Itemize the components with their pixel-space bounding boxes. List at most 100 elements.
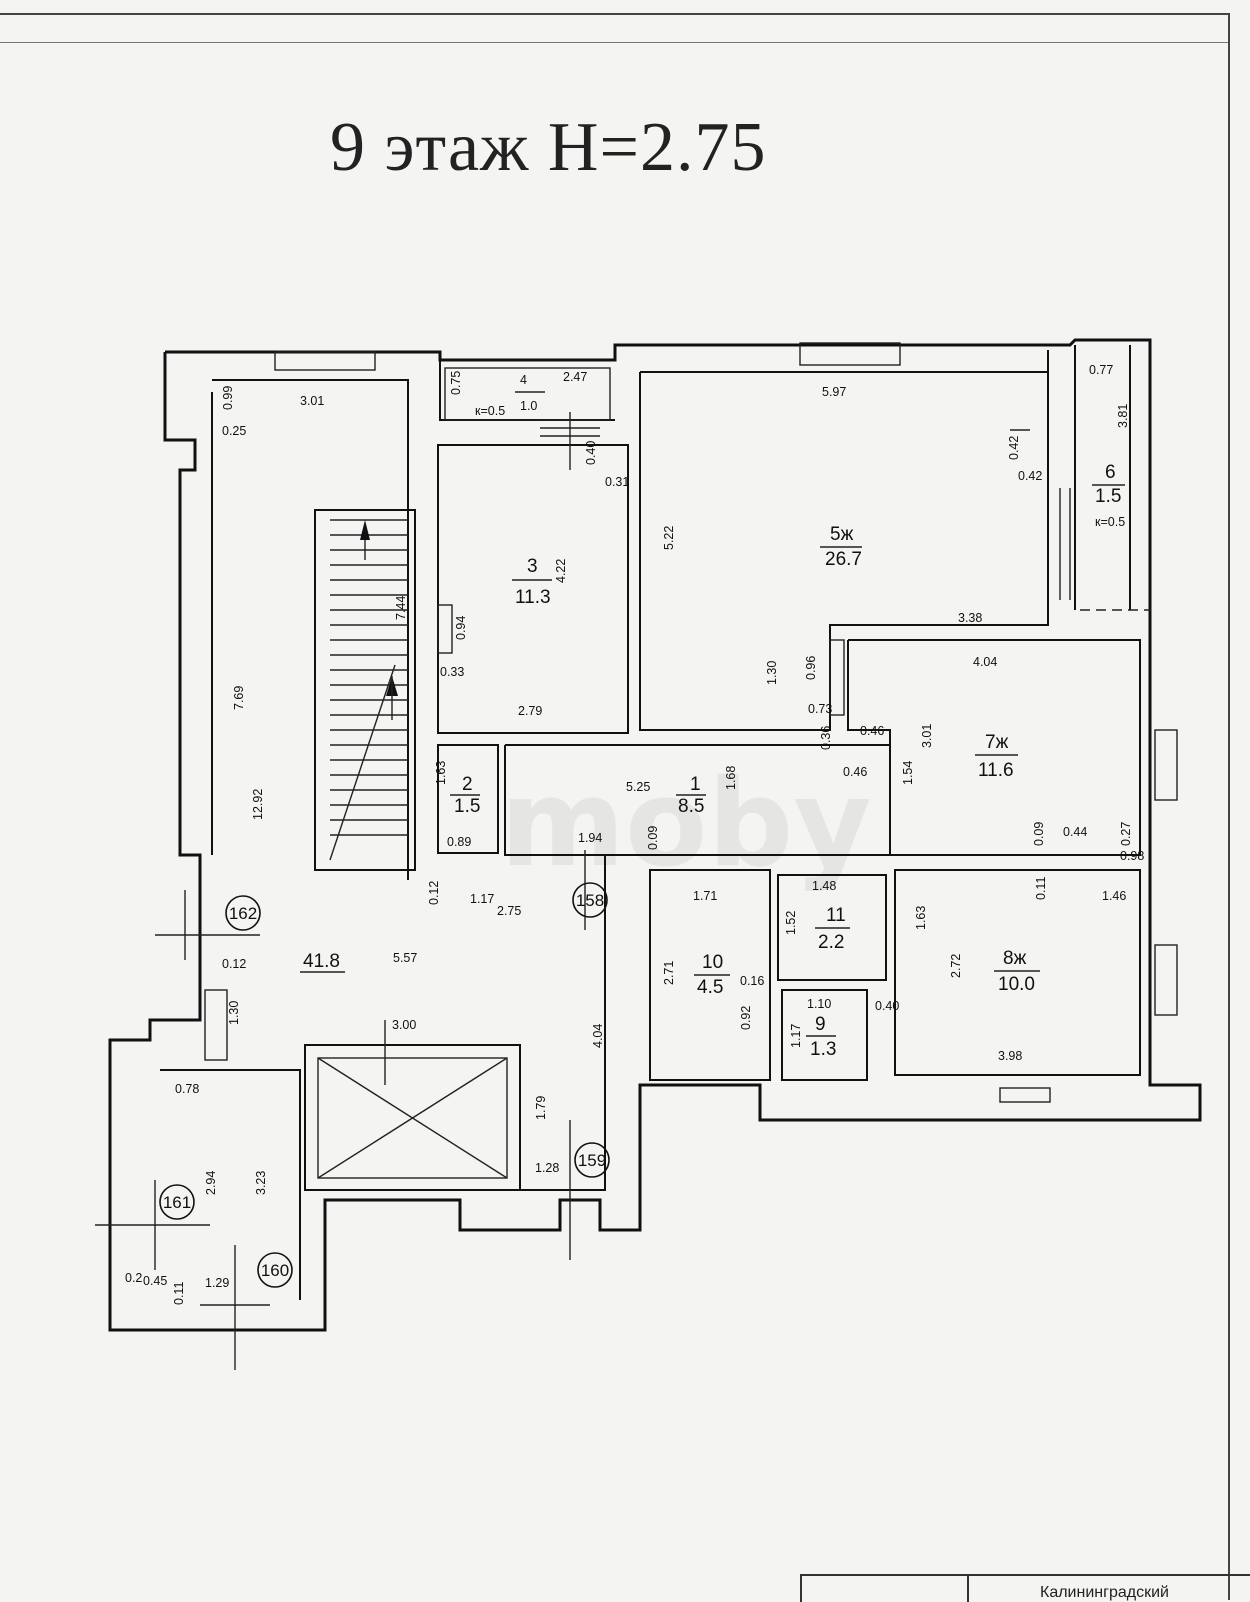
dimension-label: 0.98 [1120, 849, 1144, 863]
title-block [800, 1574, 1250, 1602]
dimension-label: 3.01 [920, 724, 934, 748]
dimension-label: 1.52 [784, 911, 798, 935]
stamp-text: Калининградский [1040, 1584, 1169, 1601]
common-area: 41.8 [303, 951, 340, 972]
room-6-number: 6 [1105, 462, 1116, 483]
room-labels: 1 8.5 2 1.5 3 11.3 4 1.0 к=0.5 5ж 26.7 6… [300, 373, 1125, 1060]
dimension-label: 0.78 [175, 1082, 199, 1096]
room-8-area: 10.0 [998, 974, 1035, 995]
dimension-label: 0.73 [808, 702, 832, 716]
room-4-number: 4 [520, 373, 527, 387]
dimension-label: 4.04 [973, 655, 997, 669]
dimension-label: 0.11 [172, 1282, 186, 1305]
floor-title: 9 этаж H=2.75 [330, 109, 767, 186]
dimension-label: 5.57 [393, 951, 417, 965]
windows [274, 342, 1178, 1103]
dimension-label: 2.71 [662, 961, 676, 985]
axis-circle-label: 162 [229, 904, 257, 923]
dimension-label: 0.92 [739, 1006, 753, 1030]
dimension-label: 2.72 [949, 954, 963, 978]
dimension-label: 1.17 [470, 892, 494, 906]
dimension-label: 3.81 [1116, 404, 1130, 428]
room-5-number: 5ж [830, 524, 854, 545]
dimension-label: 3.00 [392, 1018, 416, 1032]
dimension-label: 0.33 [440, 665, 464, 679]
dimension-label: 1.29 [205, 1276, 229, 1290]
dimension-label: 1.79 [534, 1096, 548, 1120]
room-3-area: 11.3 [515, 587, 551, 608]
dimension-label: 0.27 [1119, 822, 1133, 846]
room-11-area: 2.2 [818, 932, 844, 953]
dimension-label: 1.48 [812, 879, 836, 893]
dimension-label: 0.11 [1034, 877, 1048, 900]
axis-circle [572, 882, 608, 918]
dimension-label: 1.30 [227, 1001, 241, 1025]
sheet-top-border [0, 13, 1230, 15]
dimension-labels: 3.01 0.99 0.25 7.69 12.92 0.12 1.30 0.78 2.94 3.2… [125, 363, 1144, 1305]
dimension-label: 0.40 [875, 999, 899, 1013]
dimension-label: 0.16 [740, 974, 764, 988]
dimension-label: 1.30 [765, 661, 779, 685]
axis-circle-label: 158 [576, 891, 604, 910]
room-10-area: 4.5 [697, 977, 723, 998]
room-7-area: 11.6 [978, 760, 1014, 781]
axis-circle [159, 1184, 195, 1220]
dimension-label: 2.75 [497, 904, 521, 918]
dimension-label: 3.98 [998, 1049, 1022, 1063]
axis-circle [257, 1252, 293, 1288]
room-10-number: 10 [702, 952, 723, 973]
dimension-label: 1.54 [901, 761, 915, 785]
dimension-label: 1.94 [578, 831, 602, 845]
dimension-label: 1.10 [807, 997, 831, 1011]
dimension-label: 4.22 [554, 559, 568, 583]
dimension-label: 2.94 [204, 1171, 218, 1195]
dimension-label: 5.22 [662, 526, 676, 550]
dimension-label: 0.42 [1007, 436, 1021, 460]
dimension-label: 0.46 [843, 765, 867, 779]
dimension-label: 0.44 [1063, 825, 1087, 839]
room-1-number: 1 [690, 774, 701, 795]
dimension-label: 0.77 [1089, 363, 1113, 377]
outer-walls [108, 338, 1202, 1332]
dimension-label: 0.12 [427, 881, 441, 905]
room-5-area: 26.7 [825, 549, 862, 570]
dimension-label: 0.12 [222, 957, 246, 971]
dimension-label: 5.25 [626, 780, 650, 794]
dimension-label: 5.97 [822, 385, 846, 399]
dimension-label: 1.68 [724, 766, 738, 790]
room-9-number: 9 [815, 1014, 826, 1035]
room-9-area: 1.3 [810, 1039, 836, 1060]
dimension-label: 7.69 [232, 686, 246, 710]
dimension-label: 0.99 [221, 386, 235, 410]
dimension-label: 0.36 [819, 726, 833, 750]
room-7-number: 7ж [985, 732, 1009, 753]
dimension-label: 0.2 [125, 1271, 142, 1285]
room-2-number: 2 [462, 774, 473, 795]
dimension-label: 3.23 [254, 1171, 268, 1195]
dimension-label: 12.92 [251, 789, 265, 820]
dimension-label: 1.63 [434, 761, 448, 785]
dimension-label: 0.09 [646, 826, 660, 850]
dimension-label: 2.47 [563, 370, 587, 384]
room-6-area: 1.5 [1095, 486, 1121, 507]
dimension-label: 1.46 [1102, 889, 1126, 903]
room-6-coef: к=0.5 [1095, 515, 1125, 529]
dimension-label: 0.25 [222, 424, 246, 438]
dimension-label: 1.17 [789, 1024, 803, 1048]
dimension-label: 0.42 [1018, 469, 1042, 483]
axis-circle-label: 161 [163, 1193, 191, 1212]
room-1-area: 8.5 [678, 796, 704, 817]
dimension-label: 0.94 [454, 616, 468, 640]
dimension-label: 0.75 [449, 371, 463, 395]
sheet-inner-border [0, 42, 1230, 43]
room-4-area: 1.0 [520, 399, 537, 413]
dimension-label: 0.31 [605, 475, 629, 489]
room-2-area: 1.5 [454, 796, 480, 817]
dimension-label: 0.46 [860, 724, 884, 738]
room-8-number: 8ж [1003, 948, 1027, 969]
dimension-label: 0.09 [1032, 822, 1046, 846]
dimension-label: 7.44 [394, 596, 408, 620]
dimension-label: 1.71 [693, 889, 717, 903]
